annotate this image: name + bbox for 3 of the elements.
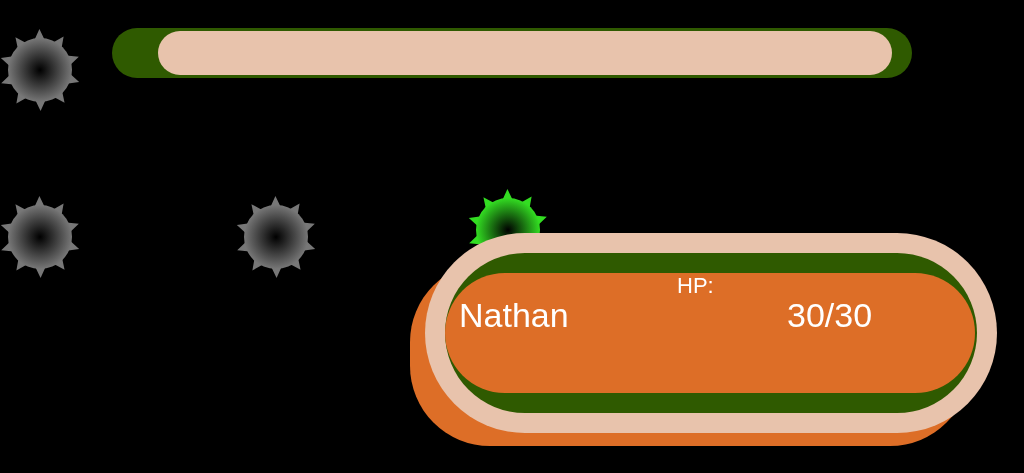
name-text: Nathan — [459, 296, 569, 335]
hp-value: 30/30 — [787, 296, 873, 335]
hp-label: HP: — [677, 273, 714, 299]
